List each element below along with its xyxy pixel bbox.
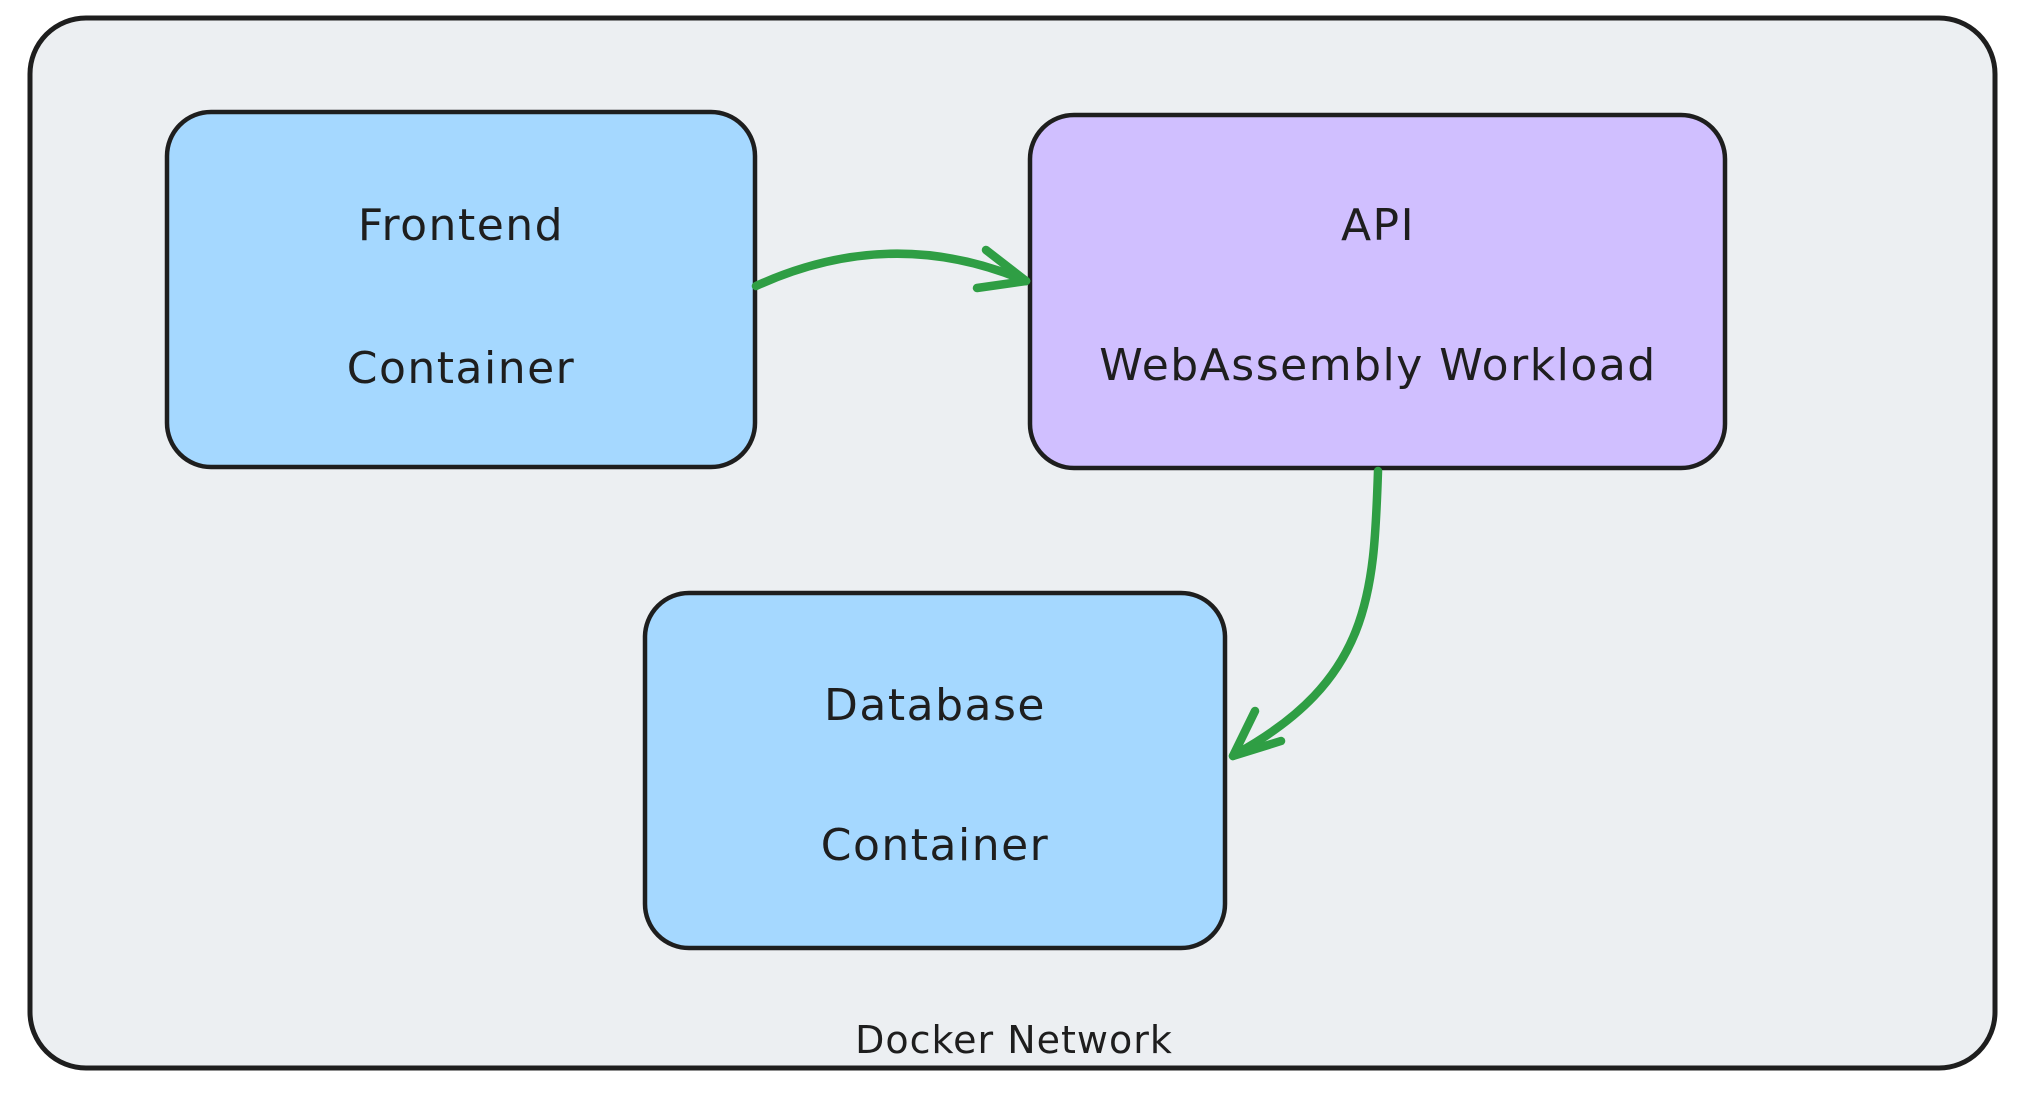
api-to-database-arrowhead-lower [1228, 736, 1286, 761]
api-box [1027, 112, 1728, 471]
api-to-database-arrow-shaft [1231, 466, 1383, 759]
docker-network-label: Docker Network [855, 1018, 1173, 1062]
edge-api-to-database [1228, 466, 1383, 761]
node-frontend-container: Frontend Container [164, 109, 758, 470]
frontend-container-box [164, 109, 758, 470]
node-api-wasm-workload: API WebAssembly Workload [1027, 112, 1728, 471]
database-label-line2: Container [821, 820, 1050, 871]
frontend-label-line1: Frontend [358, 200, 564, 251]
frontend-to-api-arrowhead-upper [981, 245, 1031, 286]
node-database-container: Database Container [642, 590, 1228, 951]
frontend-to-api-arrowhead-lower [972, 276, 1031, 293]
api-label-line1: API [1341, 200, 1415, 251]
database-container-box [642, 590, 1228, 951]
edge-frontend-to-api [751, 245, 1031, 293]
api-label-line2: WebAssembly Workload [1099, 340, 1656, 391]
frontend-to-api-arrow-shaft [751, 249, 1031, 291]
frontend-label-line2: Container [347, 343, 576, 394]
database-label-line1: Database [824, 680, 1046, 731]
api-to-database-arrowhead-upper [1228, 706, 1260, 761]
